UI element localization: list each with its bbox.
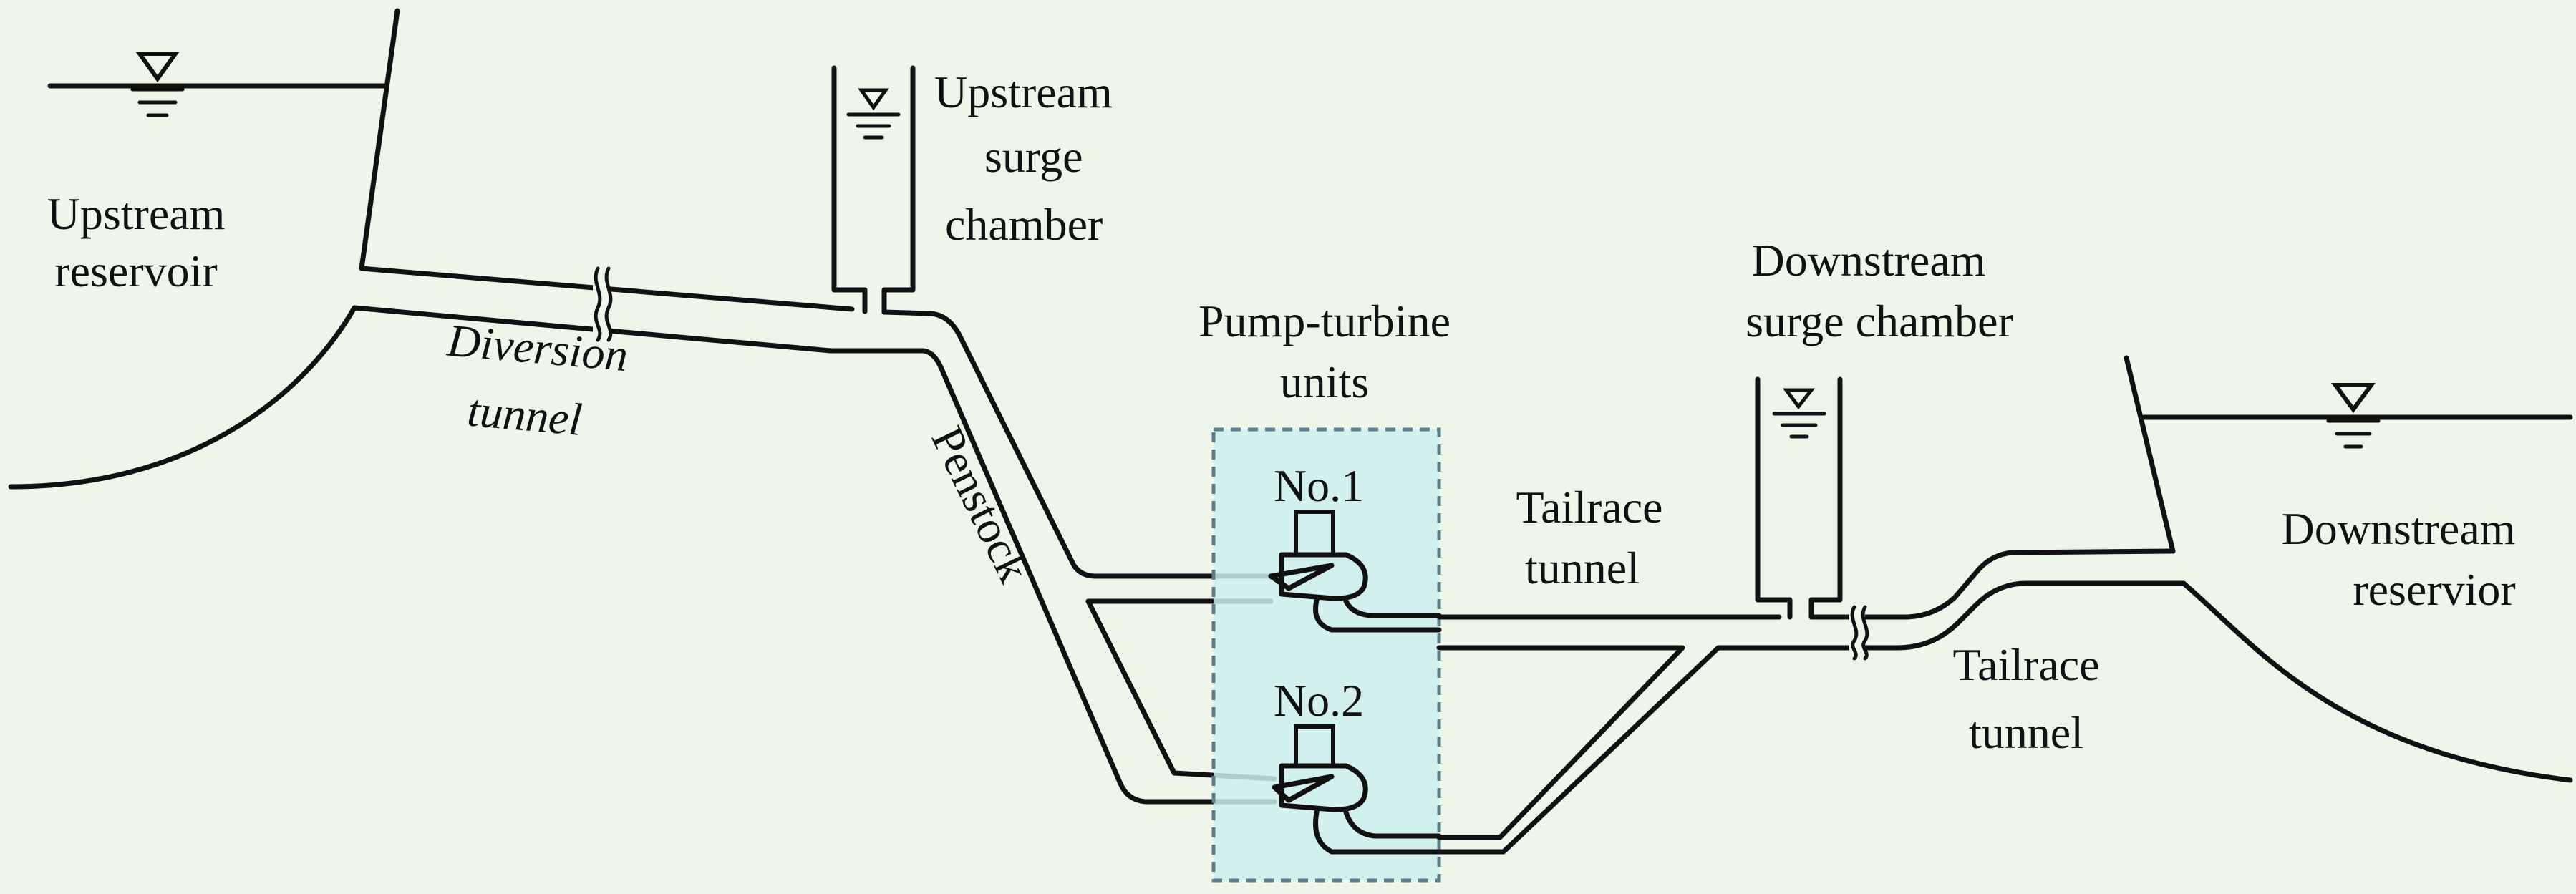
diversion-tunnel-bottom-wall (352, 305, 833, 354)
upstream-reservoir (8, 8, 400, 490)
pipe-break-symbol (1849, 605, 1869, 661)
upstream-dam-face (359, 8, 400, 271)
label-line: surge chamber (1745, 296, 2013, 346)
label-line: tunnel (1969, 707, 2083, 758)
pipe-break-symbol (593, 266, 613, 342)
label-line: tunnel (1525, 543, 1640, 593)
label-line: Upstream (47, 188, 226, 239)
unit-2-pump-turbine (1272, 724, 1442, 855)
tailrace-lower-top-wall (1859, 548, 2176, 620)
label-tailrace-tunnel-lower: Tailrace tunnel (1952, 639, 2099, 758)
tailrace-tunnel-upper (1436, 614, 1857, 855)
label-line: Downstream (2281, 503, 2515, 554)
upstream-surge-chamber (831, 65, 916, 315)
water-level-icon (130, 52, 185, 117)
pump-turbine-units-box (1211, 427, 1441, 883)
label-downstream-reservoir: Downstream reservior (2281, 503, 2515, 615)
label-pump-turbine-units: Pump-turbine units (1199, 296, 1451, 407)
downstream-reservoir (2124, 355, 2573, 783)
label-tailrace-tunnel-upper: Tailrace tunnel (1516, 482, 1662, 593)
label-downstream-surge-chamber: Downstream surge chamber (1745, 235, 2013, 346)
diversion-tunnel (352, 266, 855, 354)
label-line: Pump-turbine (1199, 296, 1451, 346)
label-line: chamber (945, 199, 1103, 250)
water-level-icon (2326, 383, 2381, 449)
label-line: units (1280, 356, 1369, 407)
upstream-surge-right-wall (881, 65, 916, 315)
penstock-upper-wall (881, 309, 1274, 579)
tailrace-upper-bottom-wall (1436, 645, 1685, 840)
label-upstream-surge-chamber: Upstream surge chamber (934, 67, 1113, 250)
label-line: reservior (2353, 564, 2515, 615)
upstream-reservoir-bed (8, 305, 357, 490)
downstream-surge-right-wall (1808, 376, 1843, 620)
tailrace-lower-merge-wall (1436, 645, 1857, 855)
label-upstream-reservoir: Upstream reservoir (47, 188, 226, 296)
label-line: Downstream (1751, 235, 1985, 286)
tailrace-lower-bottom-wall (1851, 580, 2187, 651)
upstream-surge-left-wall (831, 65, 868, 314)
label-unit-1: No.1 (1274, 460, 1364, 511)
label-line: Upstream (934, 67, 1113, 117)
penstock-lower-wall (828, 348, 1277, 805)
unit-1-pump-turbine (1268, 510, 1442, 633)
label-unit-2: No.2 (1274, 675, 1364, 726)
label-line: tunnel (465, 384, 584, 445)
water-level-icon (1772, 388, 1826, 439)
label-line: surge (984, 131, 1083, 182)
downstream-reservoir-bed (2181, 580, 2573, 783)
label-line: Tailrace (1516, 482, 1662, 533)
label-line: Tailrace (1952, 639, 2099, 690)
water-level-icon (846, 88, 901, 140)
label-line: reservoir (54, 246, 217, 296)
tailrace-tunnel-lower (1849, 548, 2187, 661)
downstream-surge-left-wall (1755, 376, 1793, 620)
downstream-dam-face (2124, 355, 2176, 554)
